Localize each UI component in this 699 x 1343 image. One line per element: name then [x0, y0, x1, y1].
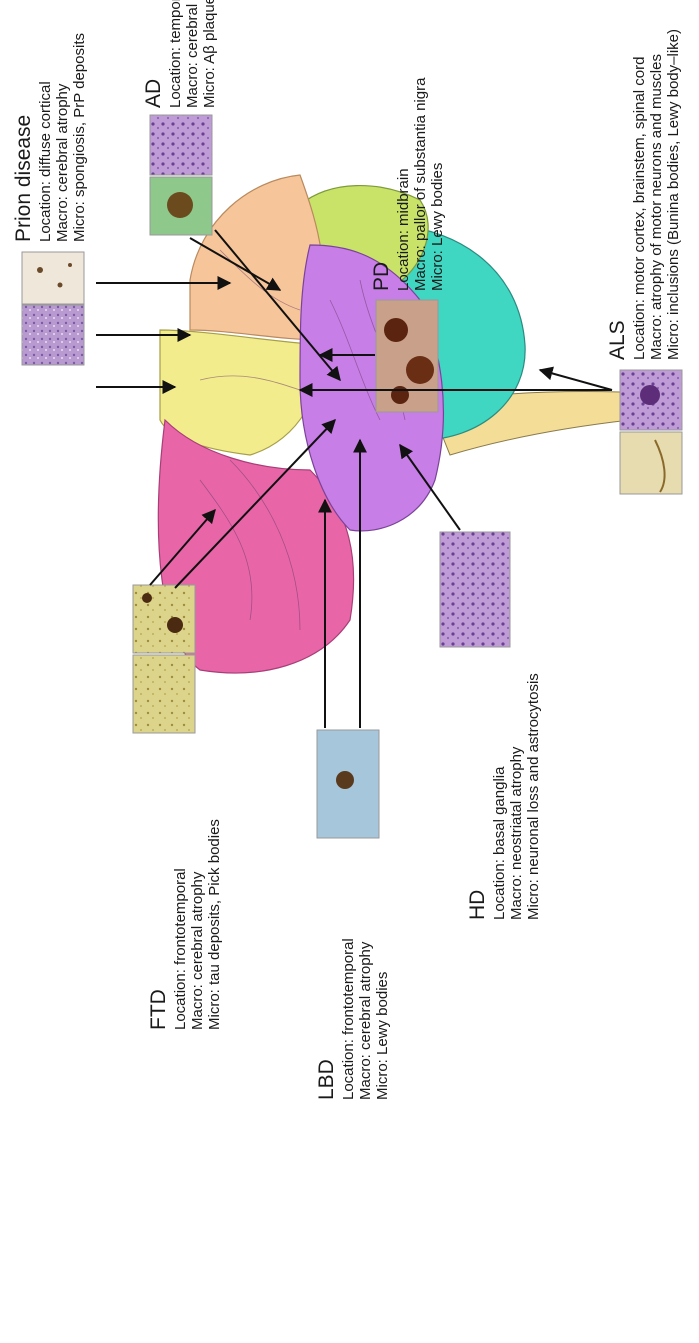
ad-location: Location: temporoparietal — [167, 0, 184, 108]
ftd-micro: Micro: tau deposits, Pick bodies — [206, 819, 223, 1030]
hd-macro: Macro: neostriatal atrophy — [508, 746, 525, 920]
prion-micrograph-1 — [22, 252, 84, 304]
ftd-macro: Macro: cerebral atrophy — [189, 871, 206, 1030]
pd-macro: Macro: pallor of substantia nigra — [412, 77, 429, 291]
hd-label: HD Location: basal ganglia Macro: neostr… — [466, 673, 542, 920]
arrow-als-2 — [540, 370, 612, 390]
ad-micro: Micro: Aβ plaques, tangles — [201, 0, 218, 108]
als-title: ALS — [606, 320, 629, 360]
pd-micro: Micro: Lewy bodies — [429, 163, 446, 291]
hd-micrograph — [440, 532, 510, 647]
ftd-title: FTD — [147, 989, 170, 1030]
ad-title: AD — [142, 79, 165, 108]
lbd-title: LBD — [315, 1059, 338, 1100]
pd-location: Location: midbrain — [395, 168, 412, 291]
als-label: ALS Location: motor cortex, brainstem, s… — [606, 29, 682, 360]
prion-location: Location: diffuse cortical — [37, 81, 54, 242]
lbd-macro: Macro: cerebral atrophy — [357, 941, 374, 1100]
prion-title: Prion disease — [12, 115, 35, 242]
prion-micro: Micro: spongiosis, PrP deposits — [71, 33, 88, 242]
als-location: Location: motor cortex, brainstem, spina… — [631, 57, 648, 360]
als-macro: Macro: atrophy of motor neurons and musc… — [648, 54, 665, 360]
ftd-label: FTD Location: frontotemporal Macro: cere… — [147, 819, 223, 1030]
lbd-micro: Micro: Lewy bodies — [374, 972, 391, 1100]
ad-macro: Macro: cerebral atrophy — [184, 0, 201, 108]
hd-micro: Micro: neuronal loss and astrocytosis — [525, 673, 542, 920]
prion-label: Prion disease Location: diffuse cortical… — [12, 33, 88, 242]
ad-label: AD Location: temporoparietal Macro: cere… — [142, 0, 218, 108]
ad-micrograph-1 — [150, 115, 212, 175]
ftd-micrograph-1 — [133, 585, 195, 653]
hd-location: Location: basal ganglia — [491, 766, 508, 920]
lbd-label: LBD Location: frontotemporal Macro: cere… — [315, 938, 391, 1100]
prion-micrograph-2 — [22, 305, 84, 365]
ftd-micrograph-2 — [133, 655, 195, 733]
lbd-location: Location: frontotemporal — [340, 938, 357, 1100]
als-micro: Micro: inclusions (Bunina bodies, Lewy b… — [665, 29, 682, 360]
als-micrograph-2 — [620, 432, 682, 494]
hd-title: HD — [466, 890, 489, 920]
prion-macro: Macro: cerebral atrophy — [54, 83, 71, 242]
ftd-location: Location: frontotemporal — [172, 868, 189, 1030]
pd-title: PD — [370, 262, 393, 291]
